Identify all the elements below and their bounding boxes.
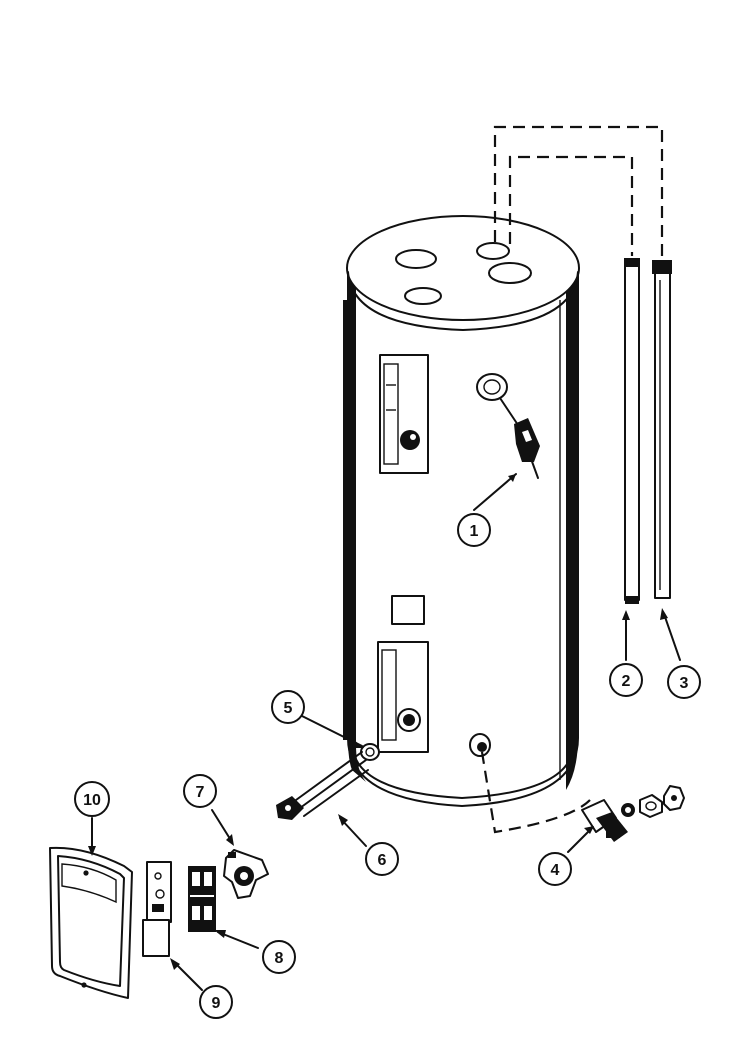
callout-10: 10 [74,781,110,817]
callout-label: 8 [275,950,284,967]
callout-label: 1 [470,523,479,540]
access-cover-part [49,846,133,999]
callout-3: 3 [667,665,701,699]
rod-leader-inner [508,155,634,256]
limit-switch-part [142,861,172,957]
dip-tube-part [652,260,672,599]
heating-element-part [276,751,369,820]
label-plate [391,595,425,625]
callout-label: 9 [212,995,221,1012]
drain-valve-part [480,751,685,842]
callout-9: 9 [199,985,233,1019]
callout-8: 8 [262,940,296,974]
leader-lines [88,473,681,991]
callout-label: 10 [83,792,101,809]
callout-label: 2 [622,673,631,690]
callout-6: 6 [365,842,399,876]
callout-1: 1 [457,513,491,547]
relief-valve-port [476,373,508,401]
water-heater-tank [343,215,580,807]
callout-5: 5 [271,690,305,724]
callout-label: 6 [378,852,387,869]
callout-7: 7 [183,774,217,808]
callout-2: 2 [609,663,643,697]
lower-access-panel [377,641,429,753]
gasket-part [360,743,380,761]
callout-label: 4 [551,862,560,879]
thermostat-bracket-part [223,849,269,899]
rod-leader-outer [493,125,664,260]
upper-access-panel [379,354,429,474]
anode-rod-part [624,258,640,604]
thermostat-part [188,866,216,932]
callout-4: 4 [538,852,572,886]
callout-label: 7 [196,784,205,801]
relief-valve-part [499,397,540,479]
callout-label: 3 [680,675,689,692]
callout-label: 5 [284,700,293,717]
